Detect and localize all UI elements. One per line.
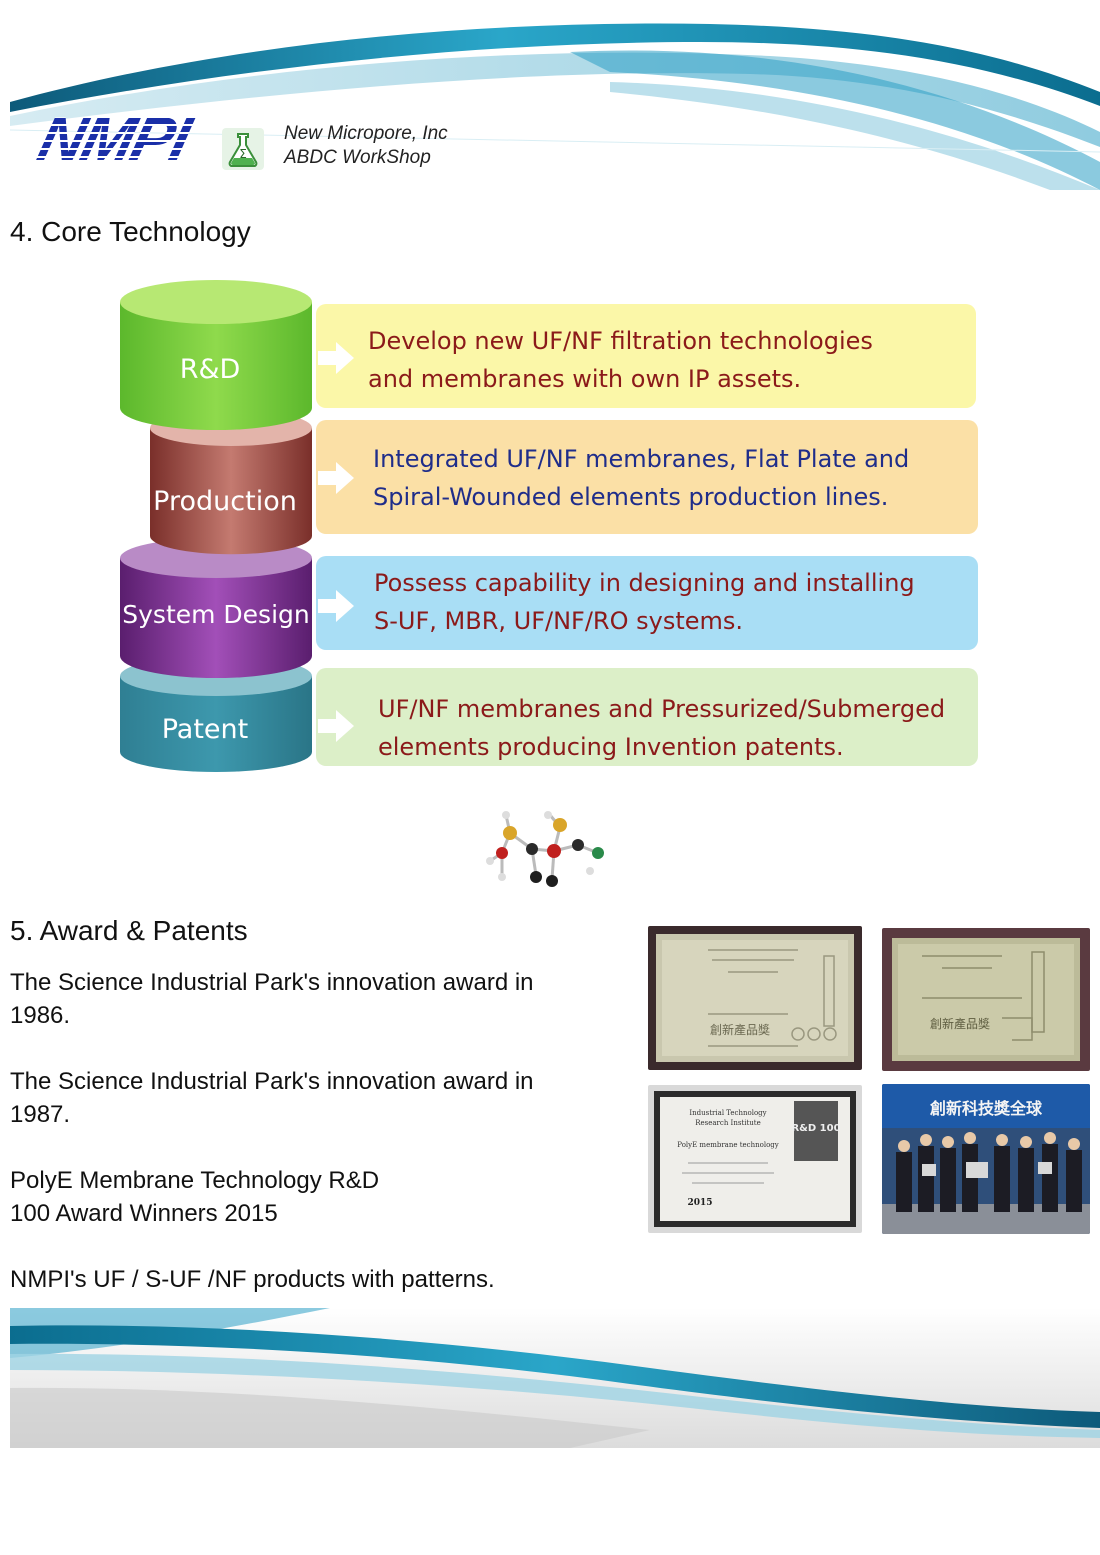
nmpi-logo: NMPI [32,105,228,174]
award-item: PolyE Membrane Technology R&D 100 Award … [10,1164,610,1230]
award-list: The Science Industrial Park's innovation… [10,966,610,1296]
system-design-description-line2: S-UF, MBR, UF/NF/RO systems. [374,607,744,635]
award-plaque-photo-1986: 創新產品獎 [648,926,862,1070]
patent-description-box: UF/NF membranes and Pressurized/Submerge… [316,668,978,766]
plaque-caption: 創新產品獎 [710,1022,770,1037]
rd-description-line1: Develop new UF/NF filtration technologie… [368,327,873,355]
rd-description-line2: and membranes with own IP assets. [368,365,802,393]
flask-icon: Σ [222,128,264,170]
system-design-description-box: Possess capability in designing and inst… [316,556,978,650]
certificate-line: Research Institute [695,1119,761,1127]
certificate-year: 2015 [687,1198,712,1208]
arrow-right-icon [318,710,354,742]
cylinder-label-production: Production [153,486,297,517]
cylinder-label-rd: R&D [179,354,241,385]
award-item-line1: PolyE Membrane Technology R&D [10,1167,380,1194]
award-ceremony-photo: 創新科技獎全球 [882,1084,1090,1234]
certificate-line: PolyE membrane technology [677,1141,779,1149]
award-item: NMPI's UF / S-UF /NF products with patte… [10,1263,610,1296]
production-description-box: Integrated UF/NF membranes, Flat Plate a… [316,420,978,534]
company-name-line1: New Micropore, Inc [284,123,448,144]
svg-text:Σ: Σ [239,147,247,161]
arrow-right-icon [318,590,354,622]
award-item-line2: 1986. [10,1002,71,1029]
cylinder-label-patent: Patent [161,714,249,745]
core-technology-cylinder-stack [120,280,312,772]
plaque-caption: 創新產品獎 [930,1016,990,1031]
rd-description-box: Develop new UF/NF filtration technologie… [316,304,976,408]
arrow-right-icon [318,342,354,374]
rd100-badge: R&D 100 [791,1123,840,1134]
award-plaque-photo-1987: 創新產品獎 [882,928,1090,1071]
company-name: New Micropore, Inc ABDC WorkShop [284,122,448,170]
certificate-line: Industrial Technology [689,1109,766,1117]
ceremony-banner: 創新科技獎全球 [929,1099,1043,1118]
header-banner-graphic [10,12,1100,190]
patent-description-line2: elements producing Invention patents. [378,733,844,761]
molecule-illustration [486,811,604,887]
arrow-right-icon [318,462,354,494]
section-title-core-technology: 4. Core Technology [10,216,251,247]
production-description-line1: Integrated UF/NF membranes, Flat Plate a… [373,445,910,473]
footer-banner-graphic [10,1308,1100,1448]
rd100-certificate-photo: Industrial Technology Research Institute… [648,1085,862,1233]
award-item-line1: The Science Industrial Park's innovation… [10,1068,534,1095]
section-title-award-patents: 5. Award & Patents [10,915,248,946]
award-item-line1: NMPI's UF / S-UF /NF products with patte… [10,1266,495,1293]
company-name-line2: ABDC WorkShop [284,147,431,168]
award-item-line1: The Science Industrial Park's innovation… [10,969,534,996]
production-description-line2: Spiral-Wounded elements production lines… [373,483,889,511]
award-item-line2: 100 Award Winners 2015 [10,1200,278,1227]
patent-description-line1: UF/NF membranes and Pressurized/Submerge… [378,695,946,723]
award-item-line2: 1987. [10,1101,71,1128]
award-item: The Science Industrial Park's innovation… [10,966,610,1032]
system-design-description-line1: Possess capability in designing and inst… [374,569,915,597]
award-item: The Science Industrial Park's innovation… [10,1065,610,1131]
cylinder-label-system-design: System Design [122,600,310,629]
